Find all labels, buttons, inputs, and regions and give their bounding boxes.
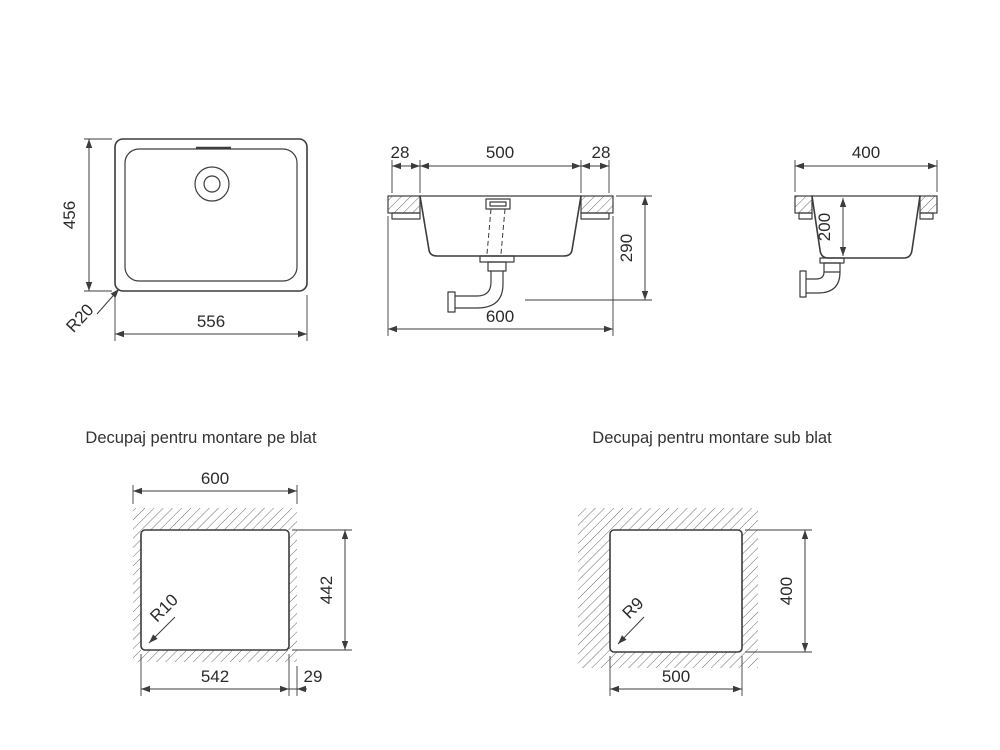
dim-plan-radius: R20 [62,300,97,336]
sink-flange-left [391,212,421,220]
under-mount-title: Decupaj pentru montare sub blat [592,429,832,447]
top-mount-title: Decupaj pentru montare pe blat [85,429,317,447]
undermount-height-dimension: 400 [745,529,812,653]
drain-outer-circle [194,166,230,202]
dim-undermount-height: 400 [777,577,796,605]
countertop-back [919,195,938,214]
overflow-opening [485,198,511,210]
dim-side-bowl-depth: 200 [815,213,834,241]
sink-flange-front [798,212,813,220]
sink-flange-right [580,212,610,220]
undermount-width-dimension: 500 [609,656,743,696]
drain-assembly-side [799,257,845,298]
dim-cutout-width: 542 [201,667,229,686]
cutout-radius-callout: R10 [146,590,182,644]
front-top-dimensions: 28 500 28 [391,143,611,193]
countertop-hatch-area [133,508,297,662]
dim-front-overall-width: 600 [486,307,514,326]
cutout-top-width-dimension: 600 [132,469,298,504]
dim-plan-height: 456 [60,201,79,229]
overflow-slot [489,201,507,207]
front-depth-dimension: 290 [525,195,652,301]
side-width-dimension: 400 [794,143,938,192]
dim-front-total-depth: 290 [617,234,636,262]
plan-width-dimension: 556 [114,295,308,341]
side-bowl-depth-dimension: 200 [815,198,847,256]
side-section-view: 400 200 [794,143,938,298]
dim-cutout-overall-width: 600 [201,469,229,488]
dim-plan-width: 556 [197,312,225,331]
overflow-channel-hidden-line [486,208,492,255]
under-mount-cutout: Decupaj pentru montare sub blat 400 R9 5… [578,429,832,696]
top-mount-cutout: Decupaj pentru montare pe blat 600 442 R… [85,429,352,696]
plan-view: 456 556 R20 [60,138,308,341]
dim-front-bowl-width: 500 [486,143,514,162]
countertop-right [580,195,614,214]
bowl-profile [419,195,582,257]
drain-assembly [447,255,515,313]
overflow-channel-hidden-line [500,208,506,255]
sink-flange-back [919,212,934,220]
sink-bowl-edge [124,148,298,282]
front-section-view: 28 500 28 290 600 [387,143,652,336]
cutout-bottom-width-dimension: 542 29 [140,654,323,696]
bowl-profile-side [811,195,921,259]
sink-outer-rim [114,138,308,292]
countertop-left [387,195,421,214]
countertop-front [794,195,813,214]
drain-inner-circle [203,175,221,193]
cutout-rectangle [140,529,290,651]
dim-front-left-rim: 28 [391,143,410,162]
dim-cutout-edge-offset: 29 [304,667,323,686]
plan-radius-callout: R20 [62,288,120,336]
countertop-hatch-area [578,508,758,668]
undermount-radius-callout: R9 [617,594,648,645]
dim-cutout-height: 442 [317,576,336,604]
plan-height-dimension: 456 [60,138,112,292]
cutout-height-dimension: 442 [292,529,352,651]
dim-front-right-rim: 28 [592,143,611,162]
dim-undermount-width: 500 [662,667,690,686]
dim-cutout-radius: R10 [146,590,181,625]
dim-side-overall-depth: 400 [852,143,880,162]
cutout-rectangle [609,529,743,653]
front-overall-width-dimension: 600 [387,216,614,336]
